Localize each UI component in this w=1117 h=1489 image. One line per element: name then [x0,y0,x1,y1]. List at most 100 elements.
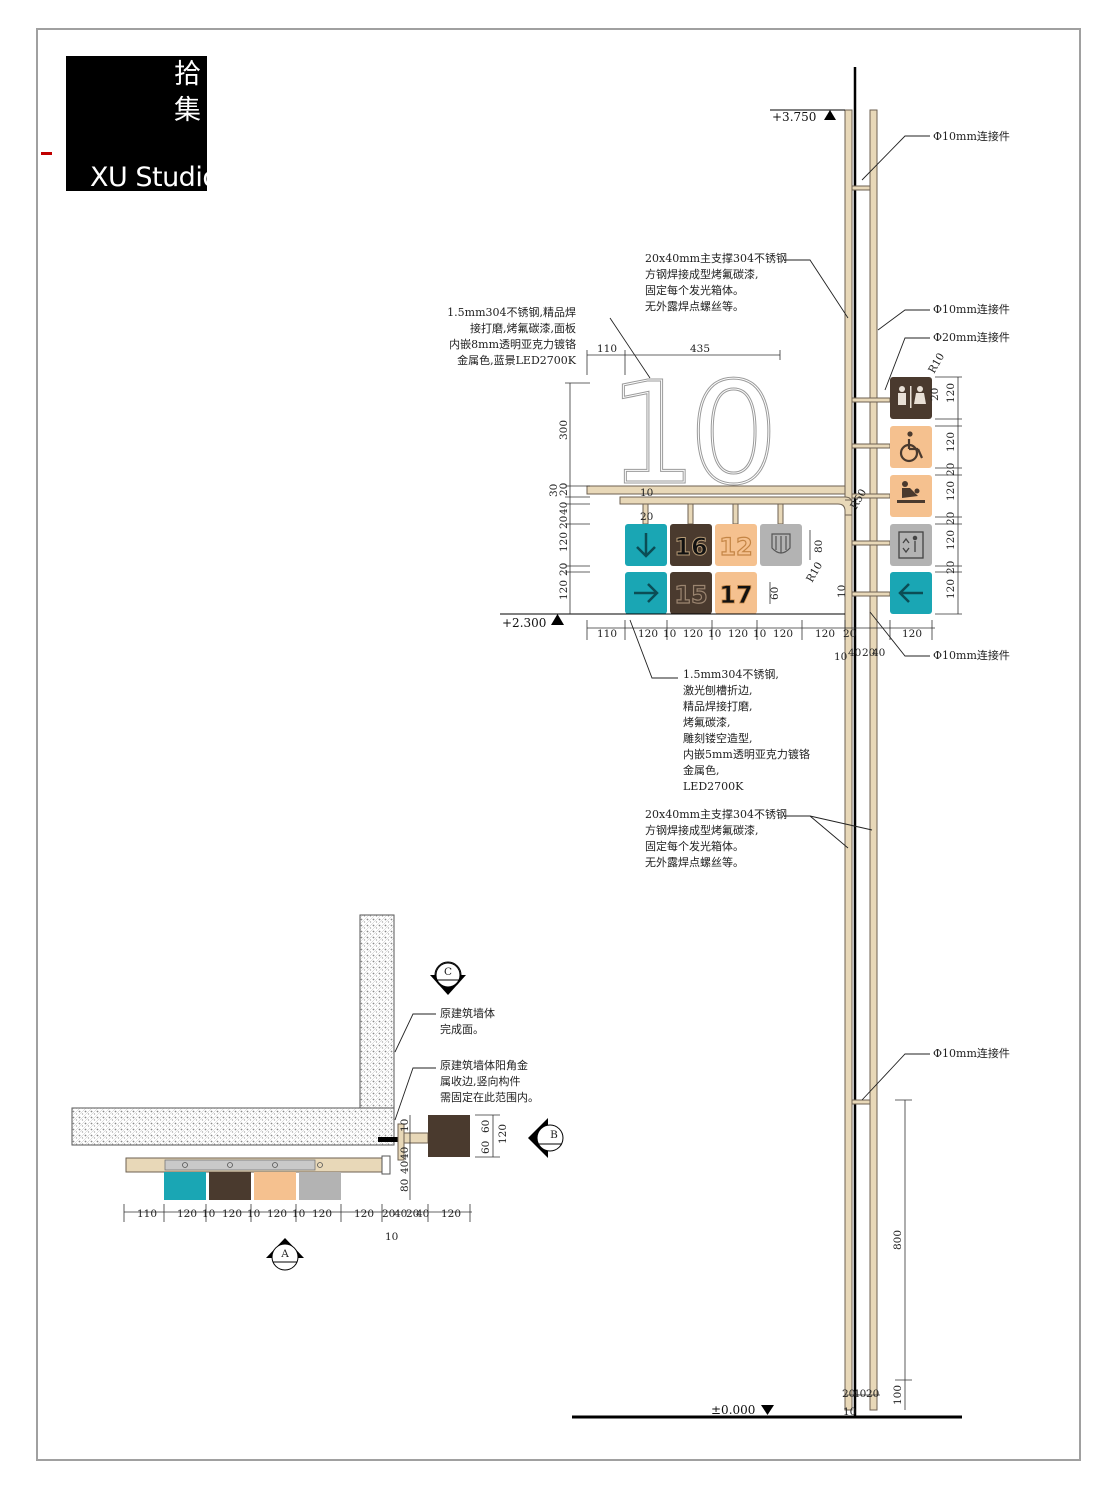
dim-r10-b: R10 [926,351,947,375]
logo-studio-name: XU Studio [90,162,219,193]
dim-left-40: 40 [558,502,570,515]
svg-text:C: C [444,966,452,978]
svg-text:完成面。: 完成面。 [440,1022,484,1036]
plan-dim-20a: 20 [382,1208,395,1220]
svg-text:需固定在此范围内。: 需固定在此范围内。 [440,1090,539,1104]
floor-number-10-inner: 10 [608,353,770,516]
dims-pole-lower [845,1099,912,1410]
plan-dim-120c: 120 [267,1208,287,1220]
dim-pole-20a: 20 [842,1388,855,1400]
dim-bottom-10b: 10 [708,628,721,640]
dim-left-120a: 120 [558,532,570,552]
elevation-panel-bottom: +2.300 [500,613,845,630]
horizontal-beam [586,485,846,495]
svg-text:1.5mm304不锈钢,精品焊: 1.5mm304不锈钢,精品焊 [447,305,576,319]
section-mark-c: C [430,961,466,995]
arrow-down-icon [636,533,656,558]
plan-dim-20b: 20 [406,1208,419,1220]
dim-left-20b: 20 [558,516,570,529]
plan-dim-10d: 10 [385,1231,398,1243]
svg-text:原建筑墙体阳角金: 原建筑墙体阳角金 [440,1058,528,1072]
svg-text:激光刨槽折边,: 激光刨槽折边, [683,683,753,697]
tile-17-label: 17 [719,581,752,609]
plan-dim-120d: 120 [312,1208,332,1220]
note-connector-mid: Φ10mm连接件 [933,303,1010,316]
plan-dim-120a: 120 [177,1208,197,1220]
plan-dim-120f: 120 [441,1208,461,1220]
dim-bottom-40a: 40 [848,647,861,659]
dim-bottom-10d: 10 [834,651,847,663]
plan-end-cap [381,1155,391,1175]
plan-side-bracket [378,1115,470,1161]
arrow-right-icon [634,583,659,603]
tile-15-label: 15 [674,581,707,609]
plan-dim-80: 80 [399,1179,411,1192]
svg-text:方钢焊接成型烤氟碳漆,: 方钢焊接成型烤氟碳漆, [645,267,759,281]
studio-logo: 拾 集 XU Studio [66,56,219,193]
svg-text:金属色,蓝景LED2700K: 金属色,蓝景LED2700K [457,353,577,367]
plan-dim-110: 110 [137,1208,157,1220]
secondary-pole [869,109,878,1411]
note-connector-bottom: Φ10mm连接件 [933,1047,1010,1060]
note-connector-20: Φ20mm连接件 [933,331,1010,344]
dim-80: 80 [813,540,825,553]
dim-bottom-120f: 120 [902,628,922,640]
main-pole [844,109,853,1411]
tile-support-beam [619,496,853,516]
svg-text:±0.000: ±0.000 [711,1403,755,1417]
svg-text:20x40mm主支撑304不锈钢: 20x40mm主支撑304不锈钢 [645,807,787,821]
tile-15 [670,572,712,614]
dim-right-20a: 20 [929,388,941,401]
svg-text:B: B [550,1129,558,1141]
dim-bottom-10a: 10 [663,628,676,640]
tile-16-label: 16 [674,533,707,561]
elevation-ground: ±0.000 [711,1403,774,1417]
dim-right-120b: 120 [945,432,957,452]
dim-800: 800 [892,1230,904,1250]
svg-text:1.5mm304不锈钢,: 1.5mm304不锈钢, [683,668,779,681]
svg-text:金属色,: 金属色, [683,763,720,777]
svg-text:雕刻镂空造型,: 雕刻镂空造型, [683,731,753,745]
note-wall-face: 原建筑墙体 完成面。 [440,1006,495,1036]
svg-text:精品焊接打磨,: 精品焊接打磨, [683,699,753,713]
plan-tile-grey [299,1172,341,1200]
dim-bottom-20: 20 [843,628,856,640]
svg-text:LED2700K: LED2700K [683,780,744,793]
svg-text:内嵌8mm透明亚克力镀铬: 内嵌8mm透明亚克力镀铬 [449,337,576,351]
tile-17 [715,572,757,614]
drawing-frame [36,28,1081,1461]
dims-left [565,382,590,614]
plan-dims-side [409,1114,500,1200]
dim-left-120b: 120 [558,580,570,600]
note-wall-corner: 原建筑墙体阳角金 属收边,竖向构件 需固定在此范围内。 [440,1058,539,1104]
elevation-top: +3.750 [770,109,845,124]
tile-12-label: 12 [719,533,752,561]
note-tile-panel: 1.5mm304不锈钢, 激光刨槽折边, 精品焊接打磨, 烤氟碳漆, 雕刻镂空造… [683,668,810,793]
dim-right-120c: 120 [945,481,957,501]
dim-10-beam: 10 [640,487,653,499]
svg-text:无外露焊点螺丝等。: 无外露焊点螺丝等。 [645,299,744,313]
dim-right-120e: 120 [945,579,957,599]
plan-tile-teal [164,1172,206,1200]
plan-dims-bottom [123,1204,472,1222]
logo-cjk-2: 集 [174,95,201,126]
svg-text:+3.750: +3.750 [772,110,816,124]
dim-r10-a: R10 [804,560,825,584]
floor-number-10: 10 [608,353,770,516]
svg-text:固定每个发光箱体。: 固定每个发光箱体。 [645,839,744,853]
plan-dim-40a: 40 [394,1208,407,1220]
emblem-icon [771,533,791,554]
dim-bottom-120c: 120 [728,628,748,640]
plan-dim-40b: 40 [416,1208,429,1220]
dim-left-30: 30 [548,484,560,497]
plan-dim-10a: 10 [202,1208,215,1220]
svg-text:方钢焊接成型烤氟碳漆,: 方钢焊接成型烤氟碳漆, [645,823,759,837]
dim-bottom-120b: 120 [683,628,703,640]
svg-text:固定每个发光箱体。: 固定每个发光箱体。 [645,283,744,297]
note-connector-low: Φ10mm连接件 [933,649,1010,662]
tile-12 [715,524,757,566]
tile-16 [670,524,712,566]
dim-60: 60 [769,587,781,600]
dim-right-20c: 20 [945,512,957,525]
